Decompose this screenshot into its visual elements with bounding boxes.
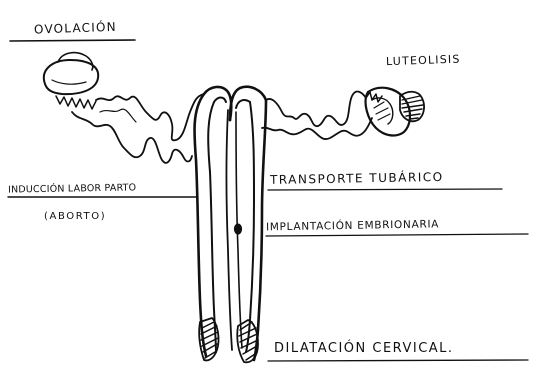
label-luteolysis: LUTEOLISIS xyxy=(386,53,461,69)
label-labor-induction: INDUCCIÓN LABOR PARTO xyxy=(8,181,137,195)
left-fallopian-tube xyxy=(56,94,204,163)
label-tubal-transport: TRANSPORTE TUBÁRICO xyxy=(269,169,444,187)
label-abortion: (ABORTO) xyxy=(44,211,106,222)
label-cervical-dilation-underline xyxy=(268,360,528,361)
label-tubal-transport-underline xyxy=(268,189,502,190)
label-implantation: IMPLANTACIÓN EMBRIONARIA xyxy=(266,217,439,233)
label-ovulation: OVOLACIÓN xyxy=(34,19,117,37)
label-implantation-underline xyxy=(266,234,528,236)
label-cervical-dilation: DILATACIÓN CERVICAL. xyxy=(274,340,454,356)
right-ovary xyxy=(366,88,410,136)
label-ovulation-underline xyxy=(10,40,135,41)
right-fallopian-tube xyxy=(262,92,382,140)
left-ovary xyxy=(44,53,98,94)
embryo-dot xyxy=(234,224,241,234)
uterus-body xyxy=(194,87,266,360)
